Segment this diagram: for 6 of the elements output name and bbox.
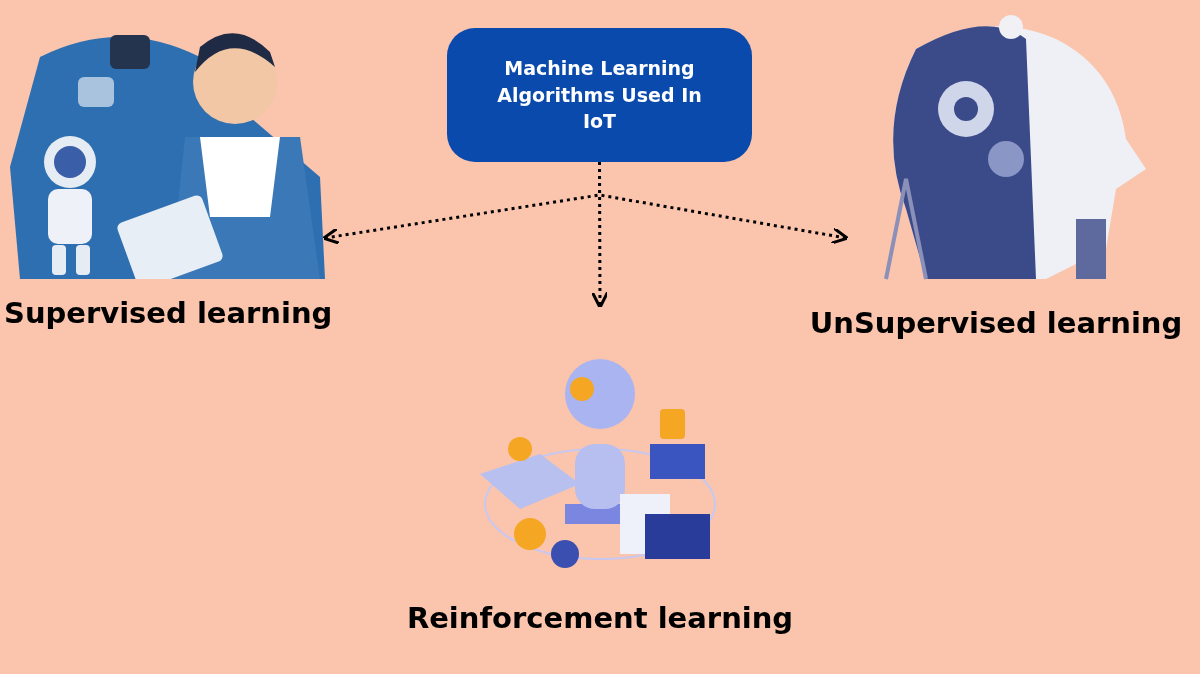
category-label: Reinforcement learning xyxy=(405,599,795,636)
title-text: Machine Learning Algorithms Used In IoT xyxy=(496,56,703,135)
dotted-arrow xyxy=(598,162,849,245)
category-label: Supervised learning xyxy=(3,294,334,331)
category-label: UnSupervised learning xyxy=(808,304,1184,341)
title-box xyxy=(447,28,752,162)
